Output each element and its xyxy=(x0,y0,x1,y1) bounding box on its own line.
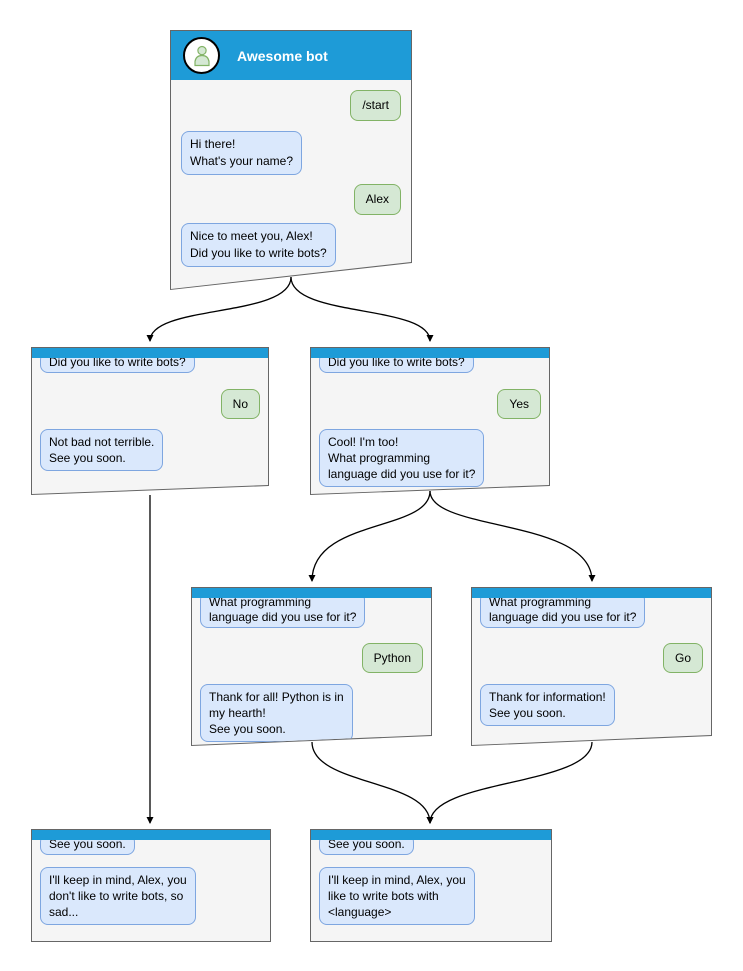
branch-no-title-bar xyxy=(32,348,268,358)
reply-bubble: I'll keep in mind, Alex, you like to wri… xyxy=(319,867,475,925)
go-title-bar xyxy=(472,588,711,598)
branch-yes-title-bar xyxy=(311,348,549,358)
reply-bubble: Cool! I'm too! What programming language… xyxy=(319,429,485,487)
reply-bubble: Not bad not terrible. See you soon. xyxy=(40,429,164,471)
chat-window-final-yes: See you soon. I'll keep in mind, Alex, y… xyxy=(310,829,552,942)
answer-bubble-go: Go xyxy=(662,643,703,673)
root-title-bar: Awesome bot xyxy=(171,31,411,80)
answer-bubble-python: Python xyxy=(361,643,423,673)
chat-window-python: What programming language did you use fo… xyxy=(191,587,432,746)
chat-window-branch-yes: Did you like to write bots? Yes Cool! I'… xyxy=(310,347,550,495)
reply-bubble: Thank for all! Python is in my hearth! S… xyxy=(200,684,353,742)
edge-yes-branch-to-python xyxy=(308,490,431,582)
edge-root-to-no-branch xyxy=(146,276,292,342)
message-bubble-nice-to-meet: Nice to meet you, Alex! Did you like to … xyxy=(181,223,336,267)
question-bubble: What programming language did you use fo… xyxy=(480,592,646,628)
bot-avatar xyxy=(183,37,220,74)
message-bubble-alex: Alex xyxy=(353,184,401,215)
final-no-title-bar xyxy=(32,830,270,840)
answer-bubble-no: No xyxy=(220,389,260,419)
message-bubble-hi-there: Hi there! What's your name? xyxy=(181,131,303,175)
message-bubble-start: /start xyxy=(350,90,401,121)
chat-window-final-no: See you soon. I'll keep in mind, Alex, y… xyxy=(31,829,271,942)
python-title-bar xyxy=(192,588,431,598)
chat-window-go: What programming language did you use fo… xyxy=(471,587,712,746)
reply-bubble: I'll keep in mind, Alex, you don't like … xyxy=(40,867,196,925)
chat-window-root: Awesome bot /start Hi there! What's your… xyxy=(170,30,412,290)
answer-bubble-yes: Yes xyxy=(497,389,541,419)
final-yes-title-bar xyxy=(311,830,551,840)
bot-title: Awesome bot xyxy=(237,47,328,64)
edge-go-to-final-yes xyxy=(426,741,593,824)
edge-python-to-final-yes xyxy=(311,741,434,824)
person-icon xyxy=(193,45,210,66)
chat-window-branch-no: Did you like to write bots? No Not bad n… xyxy=(31,347,269,495)
reply-bubble: Thank for information! See you soon. xyxy=(480,684,615,726)
edge-root-to-yes-branch xyxy=(290,276,434,342)
edge-yes-branch-to-go xyxy=(429,490,596,582)
